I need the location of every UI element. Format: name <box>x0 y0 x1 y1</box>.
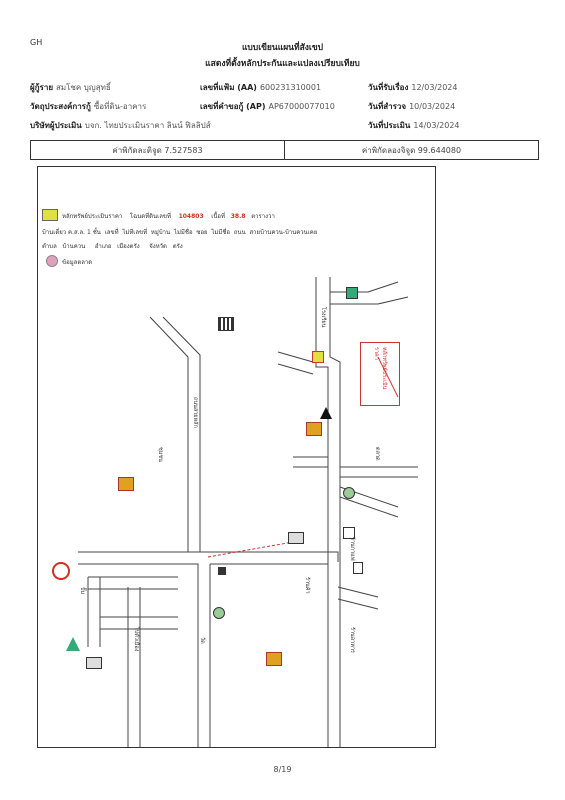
longitude: ค่าพิกัดลองจิจูด 99.644080 <box>361 146 462 155</box>
legend-market-dot <box>46 255 58 267</box>
received-date-value: 12/03/2024 <box>411 83 458 92</box>
survey-date-value: 10/03/2024 <box>409 102 456 111</box>
bus-icon <box>218 567 226 575</box>
subject-marker <box>312 351 324 363</box>
shell-station-icon <box>306 422 322 436</box>
appraiser-label: บริษัทผู้ประเมิน <box>30 121 82 130</box>
building-icon <box>288 532 304 544</box>
title-line-2: แสดงที่ตั้งหลักประกันและแปลงเปรียบเทียบ <box>205 59 360 69</box>
restaurant-icon <box>266 652 282 666</box>
file-no-label: เลขที่แฟ้ม (AA) <box>200 83 257 92</box>
map-frame: หลักทรัพย์ประเมินราคา โฉนดที่ดินเลขที่ 1… <box>37 166 436 748</box>
fuel-icon <box>118 477 134 491</box>
road-network <box>78 277 418 747</box>
tree-icon <box>66 637 80 651</box>
appraise-date-label: วันที่ประเมิน <box>368 121 411 130</box>
borrower-label: ผู้กู้ราย <box>30 83 54 92</box>
appraise-date-value: 14/03/2024 <box>413 121 460 130</box>
warehouse-icon <box>86 657 102 669</box>
road-label-city: ไปตัวเมือง <box>133 627 139 652</box>
file-no-value: 600231310001 <box>259 83 322 92</box>
request-no-label: เลขที่คำขอกู้ (AP) <box>200 102 266 111</box>
school-icon <box>218 317 234 331</box>
legend-row-2: บ้านเดี่ยว ค.ส.ล. 1 ชั้น เลขที่ ไม่ทีเลข… <box>42 229 318 236</box>
temple-icon <box>213 607 225 619</box>
appraiser-value: บจก. ไทยประเมินราคา ลินน์ ฟิลลิปส์ <box>84 121 211 130</box>
legend-row-1: หลักทรัพย์ประเมินราคา โฉนดที่ดินเลขที่ 1… <box>62 213 275 220</box>
legend-row-4: ข้อมูลตลาด <box>62 259 93 266</box>
coord-divider <box>284 141 285 159</box>
legend-subject-swatch <box>42 209 58 221</box>
road-label-community: ชุมชน <box>157 447 163 462</box>
logo-toyota-icon <box>52 562 70 580</box>
request-no-value: AP67000077010 <box>268 102 335 111</box>
legend-row-3: ตำบล บ้านควน อำเภอ เมืองตรัง จังหวัด ตรั… <box>42 243 183 250</box>
page-number: 8/19 <box>273 765 292 774</box>
title-line-1: แบบเขียนแผนที่สังเขป <box>241 43 324 53</box>
corner-mark: GH <box>30 38 43 47</box>
latitude: ค่าพิกัดละติจูด 7.527583 <box>112 146 203 155</box>
sign-icon <box>353 562 363 574</box>
road-label-shop: ร้านค้า <box>304 577 310 594</box>
borrower-value: สมโชค บุญสุทธิ์ <box>56 83 111 92</box>
subject-callout: หลักทรัพย์ประเมินราคา <box>360 342 400 406</box>
survey-date-label: วันที่สำรวจ <box>368 102 407 111</box>
road-label-temple: วัด <box>199 637 205 644</box>
road-label-market: ตลาด <box>374 447 380 461</box>
house-icon <box>343 527 355 539</box>
received-date-label: วันที่รับเรื่อง <box>368 83 409 92</box>
shop-icon <box>346 287 358 299</box>
info-left: ผู้กู้รายสมโชค บุญสุทธิ์ วัตถุประสงค์การ… <box>30 77 211 134</box>
road-label-main: ถนนสายหลัก <box>192 397 198 428</box>
road-label-cafe: ร้านกาแฟ <box>349 537 355 561</box>
road-label-school: โรงเรียน <box>320 307 326 328</box>
info-middle: เลขที่แฟ้ม (AA)600231310001 เลขที่คำขอกู… <box>200 77 335 115</box>
market-icon <box>343 487 355 499</box>
purpose-label: วัตถุประสงค์การกู้ <box>30 102 91 111</box>
coordinate-box: ค่าพิกัดละติจูด 7.527583 ค่าพิกัดลองจิจู… <box>30 140 539 160</box>
road-label-restaurant: ร้านอาหาร <box>349 627 355 653</box>
purpose-value: ซื้อที่ดิน-อาคาร <box>93 102 147 111</box>
road-label-pump: ปั๊ม <box>79 587 85 595</box>
